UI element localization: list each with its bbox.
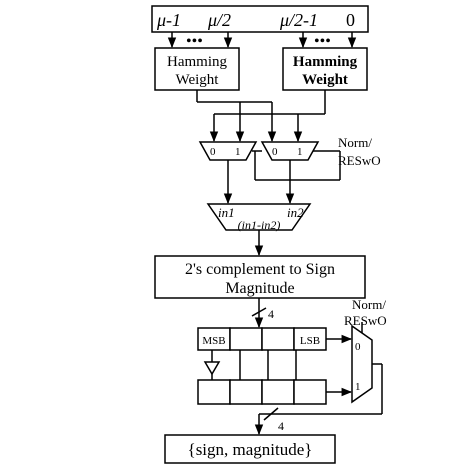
input-label-zero: 0 bbox=[346, 10, 355, 30]
bus-width-1: 4 bbox=[268, 307, 274, 321]
hamming-left-line2: Weight bbox=[176, 72, 220, 88]
select-bottom-label-1: Norm/ bbox=[352, 297, 386, 312]
reg-bot-0 bbox=[197, 379, 231, 405]
subtractor-op: (in1-in2) bbox=[238, 218, 281, 232]
converter-line1: 2's complement to Sign bbox=[185, 261, 335, 278]
hamming-left-line1: Hamming bbox=[167, 54, 227, 70]
hamming-right-line2: Weight bbox=[302, 72, 348, 88]
input-label-mu-half: μ/2 bbox=[207, 10, 231, 30]
hamming-weight-left bbox=[154, 47, 240, 91]
mux-bottom-in0: 0 bbox=[355, 341, 361, 353]
mux-bottom bbox=[351, 324, 373, 404]
hamming-weight-right bbox=[282, 47, 368, 91]
subtractor-in2: in2 bbox=[287, 205, 304, 220]
reg-lsb-label: LSB bbox=[300, 335, 320, 347]
input-label-mu-1: μ-1 bbox=[156, 10, 181, 30]
reg-top-b1 bbox=[261, 327, 295, 351]
mux-top-right bbox=[260, 141, 320, 161]
reg-msb-label: MSB bbox=[202, 335, 225, 347]
select-bottom-label-2: RESwO bbox=[344, 313, 387, 328]
reg-bot-1 bbox=[229, 379, 263, 405]
reg-bot-3 bbox=[293, 379, 327, 405]
reg-bot-2 bbox=[261, 379, 295, 405]
mux-top-right-in0: 0 bbox=[272, 146, 278, 158]
ellipsis-left: ••• bbox=[186, 33, 203, 50]
mux-top-left bbox=[198, 141, 258, 161]
bus-slash-1 bbox=[251, 307, 267, 317]
output-box bbox=[164, 434, 336, 464]
mux-top-left-in0: 0 bbox=[210, 146, 216, 158]
mux-top-left-in1: 1 bbox=[235, 146, 241, 158]
input-bus-box bbox=[151, 5, 369, 33]
inverter-buffer bbox=[203, 361, 221, 376]
subtractor bbox=[206, 203, 312, 231]
converter-box bbox=[154, 255, 366, 299]
bus-width-2: 4 bbox=[278, 419, 284, 433]
select-top-label-2: RESwO bbox=[338, 153, 381, 168]
bus-slash-2 bbox=[263, 407, 279, 421]
select-top-label-1: Norm/ bbox=[338, 135, 372, 150]
mux-top-right-in1: 1 bbox=[297, 146, 303, 158]
hamming-right-line1: Hamming bbox=[293, 54, 358, 70]
output-label: {sign, magnitude} bbox=[188, 440, 313, 459]
reg-top-b2 bbox=[229, 327, 263, 351]
mux-bottom-in1: 1 bbox=[355, 381, 361, 393]
input-label-mu-half-minus-1: μ/2-1 bbox=[279, 10, 318, 30]
subtractor-in1: in1 bbox=[218, 205, 235, 220]
converter-line2: Magnitude bbox=[225, 280, 294, 297]
ellipsis-right: ••• bbox=[314, 33, 331, 50]
